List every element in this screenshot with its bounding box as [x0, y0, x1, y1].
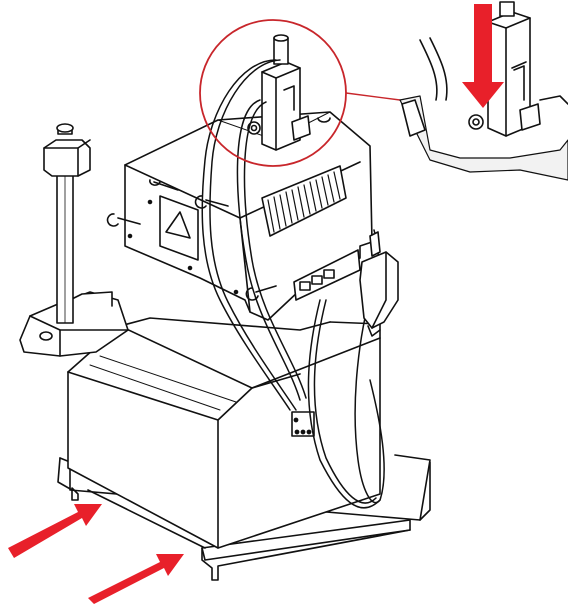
valve-block [247, 34, 331, 151]
detail-inset [399, 1, 568, 181]
push-arrow-left-icon [8, 504, 102, 558]
upper-head [106, 111, 373, 321]
push-arrow-right-icon [88, 554, 184, 604]
left-post-assembly [19, 123, 129, 357]
hand-pendant [359, 231, 399, 337]
lower-housing [67, 317, 381, 549]
down-arrow-icon [462, 4, 504, 108]
hoses [201, 59, 385, 509]
detail-callout [199, 19, 401, 167]
